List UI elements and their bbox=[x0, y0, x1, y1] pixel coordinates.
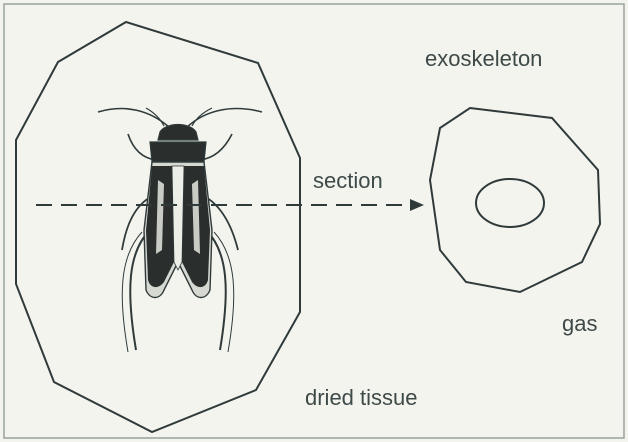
gas-bubble bbox=[476, 179, 544, 227]
dried-tissue-label: dried tissue bbox=[305, 385, 418, 411]
section-label: section bbox=[313, 168, 383, 194]
gas-label: gas bbox=[562, 311, 597, 337]
insect-illustration bbox=[98, 108, 262, 352]
arrow-head-icon bbox=[410, 199, 424, 211]
exoskeleton-outline bbox=[430, 108, 600, 292]
exoskeleton-label: exoskeleton bbox=[425, 46, 542, 72]
